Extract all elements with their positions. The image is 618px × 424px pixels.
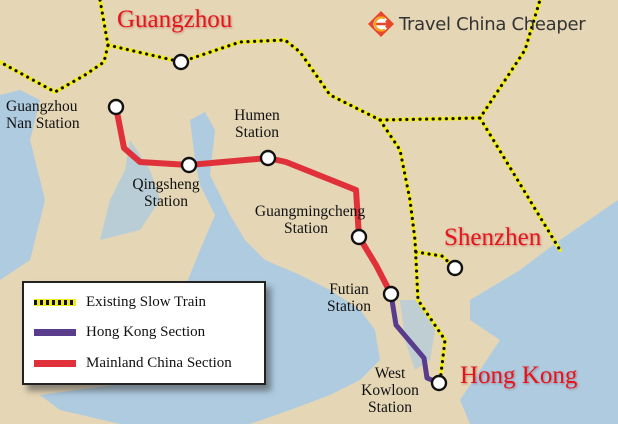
station-label-line: West	[374, 365, 406, 382]
mainland-section-swatch	[34, 360, 76, 367]
station-label-line: Humen	[234, 107, 280, 124]
map-legend: Existing Slow Train Hong Kong Section Ma…	[22, 281, 266, 385]
station-marker-guangmingcheng[interactable]	[350, 228, 368, 246]
station-label-line: Guangzhou	[6, 98, 78, 115]
legend-label: Hong Kong Section	[86, 324, 206, 340]
station-marker-futian[interactable]	[382, 285, 400, 303]
slow-train-swatch	[34, 299, 76, 306]
hong-kong-section-line	[388, 293, 440, 386]
station-label-line: Qingsheng	[132, 176, 200, 193]
compass-e-logo-icon	[368, 11, 394, 37]
legend-item-slow-train: Existing Slow Train	[34, 294, 206, 311]
city-label-hong-kong: Hong Kong	[460, 362, 578, 389]
city-label-guangzhou: Guangzhou	[117, 6, 233, 33]
slow-train-line-west	[0, 0, 110, 94]
station-label-humen: Humen Station	[222, 107, 292, 141]
station-marker-qingsheng[interactable]	[180, 156, 198, 174]
station-label-line: Station	[368, 399, 412, 416]
station-marker-humen[interactable]	[259, 149, 277, 167]
station-label-line: Futian	[329, 281, 369, 298]
station-label-west-kowloon: West Kowloon Station	[350, 365, 430, 416]
legend-item-hong-kong-section: Hong Kong Section	[34, 324, 205, 341]
station-label-line: Guangmingcheng	[254, 203, 366, 220]
station-marker-guangzhou-nan[interactable]	[107, 98, 125, 116]
logo: Travel China Cheaper	[367, 10, 586, 38]
station-label-line: Station	[284, 220, 328, 237]
station-label-line: Nan Station	[6, 115, 80, 132]
water	[0, 90, 618, 424]
legend-label: Mainland China Section	[86, 355, 232, 371]
logo-text: Travel China Cheaper	[399, 13, 586, 35]
station-label-line: Station	[144, 193, 188, 210]
city-marker-guangzhou[interactable]	[172, 53, 190, 71]
station-markers	[107, 53, 464, 392]
hong-kong-section-swatch	[34, 329, 76, 336]
legend-item-mainland-section: Mainland China Section	[34, 355, 232, 372]
station-label-qingsheng: Qingsheng Station	[116, 176, 216, 210]
station-label-line: Kowloon	[361, 382, 419, 399]
station-marker-west-kowloon[interactable]	[430, 374, 448, 392]
station-label-guangmingcheng: Guangmingcheng Station	[240, 203, 380, 237]
city-marker-shenzhen[interactable]	[446, 259, 464, 277]
station-label-line: Station	[327, 298, 371, 315]
station-label-guangzhou-nan: Guangzhou Nan Station	[6, 98, 80, 132]
station-label-futian: Futian Station	[318, 281, 380, 315]
city-label-shenzhen: Shenzhen	[444, 224, 542, 251]
station-label-line: Station	[235, 124, 279, 141]
legend-label: Existing Slow Train	[86, 294, 207, 310]
mainland-china-section-line	[113, 106, 394, 296]
slow-train-line-south	[378, 118, 447, 384]
